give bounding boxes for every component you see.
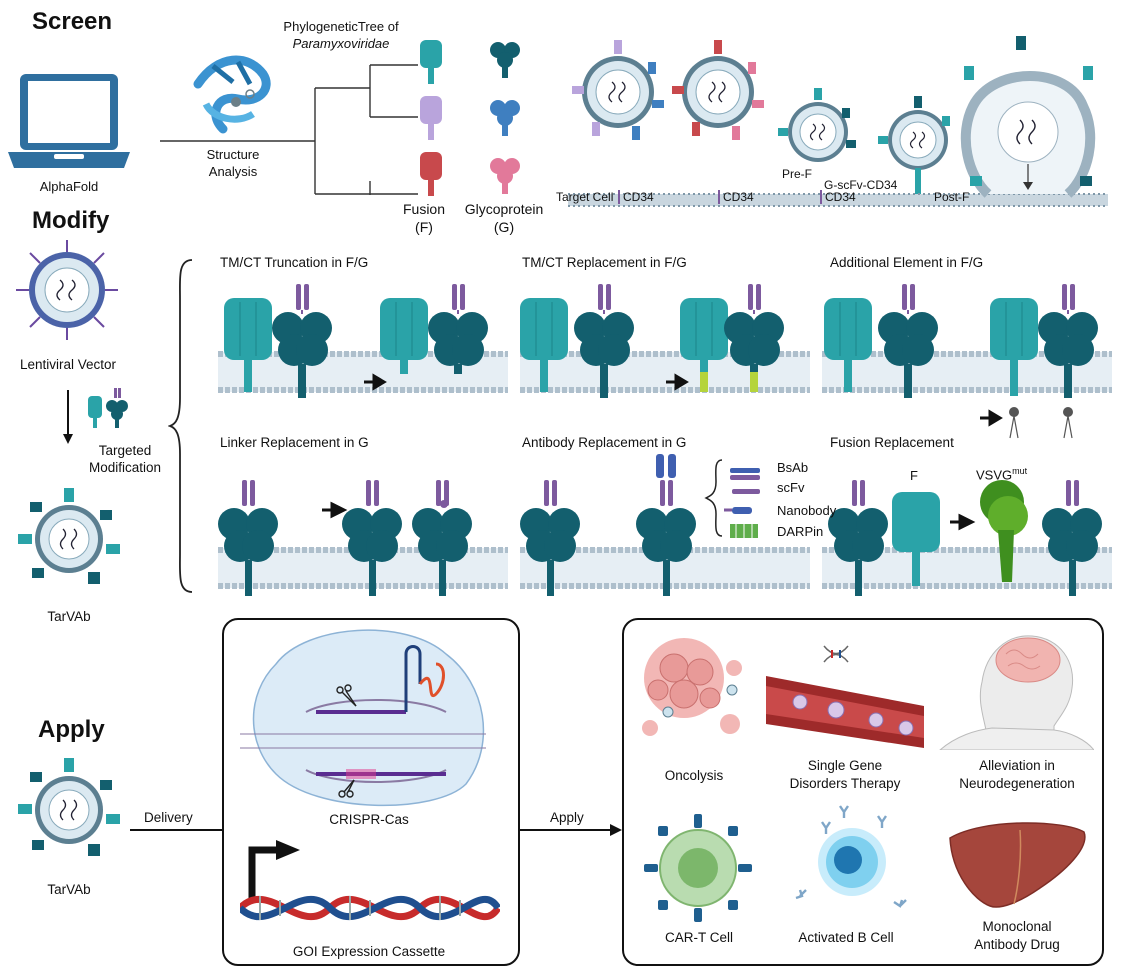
protein-structure-icon xyxy=(193,55,271,134)
oncolysis-icon xyxy=(642,638,742,736)
bsab-label: BsAb xyxy=(777,460,809,475)
liver-icon xyxy=(949,822,1086,908)
apply-heading: Apply xyxy=(38,716,105,743)
apply-label: Apply xyxy=(550,810,584,825)
fusion-label: Fusion(F) xyxy=(402,201,446,235)
activated-b-cell-label: Activated B Cell xyxy=(798,930,894,945)
phylogenetic-tree-lines xyxy=(160,64,418,195)
single-gene-therapy-icon xyxy=(766,645,924,748)
virus-particle xyxy=(778,88,856,162)
target-cell-label: Target Cell xyxy=(556,190,614,204)
fusion-protein-variants xyxy=(420,40,442,196)
virus-particle xyxy=(672,40,764,140)
panel-title-fusion-replacement: Fusion Replacement xyxy=(830,435,954,450)
car-t-label: CAR-T Cell xyxy=(664,930,733,945)
panel-title-additional-element: Additional Element in F/G xyxy=(830,255,984,270)
modify-heading: Modify xyxy=(32,207,110,234)
panel-title-tmct-replacement: TM/CT Replacement in F/G xyxy=(522,255,687,270)
vsvg-mut-label: VSVGmut xyxy=(976,466,1028,483)
cd34-label-1: CD34 xyxy=(618,190,654,204)
modify-row1-diagrams xyxy=(218,283,1118,398)
post-f-label: Post-F xyxy=(934,190,970,204)
alphafold-label: AlphaFold xyxy=(39,179,99,194)
panel-title-tmct-truncation: TM/CT Truncation in F/G xyxy=(220,255,369,270)
virus-particle xyxy=(572,40,664,140)
panel-title-linker-replacement: Linker Replacement in G xyxy=(220,435,369,450)
f-label: F xyxy=(910,468,918,483)
crispr-label: CRISPR-Cas xyxy=(329,812,409,827)
lentiviral-vector-icon xyxy=(16,240,118,340)
modification-brace xyxy=(168,259,193,593)
car-t-cell-icon xyxy=(644,814,752,922)
tarvab-vector-icon xyxy=(18,488,120,584)
glycoprotein-label: Glycoprotein(G) xyxy=(464,201,544,235)
goi-label: GOI Expression Cassette xyxy=(292,944,446,959)
fusion-process-illustration xyxy=(568,36,1108,207)
delivery-label: Delivery xyxy=(144,810,193,825)
crispr-cas-illustration xyxy=(240,629,486,807)
virus-particle xyxy=(878,96,950,198)
cd34-label-2: CD34 xyxy=(718,190,754,204)
tarvab-label-2: TarVAb xyxy=(47,882,91,897)
glycoprotein-variants xyxy=(490,42,520,194)
laptop-icon xyxy=(8,74,130,168)
pre-f-label: Pre-F xyxy=(782,167,812,181)
screen-heading: Screen xyxy=(32,8,113,35)
activated-b-cell-icon xyxy=(795,805,907,908)
darpin-label: DARPin xyxy=(777,524,824,539)
neurodegeneration-head-icon xyxy=(939,635,1094,750)
cd34-label-3: CD34 xyxy=(820,190,856,204)
goi-cassette-illustration xyxy=(240,840,500,921)
lentiviral-vector-label: Lentiviral Vector xyxy=(19,357,117,372)
modify-row2-diagrams xyxy=(218,454,1118,596)
oncolysis-label: Oncolysis xyxy=(664,768,724,783)
scfv-label: scFv xyxy=(777,480,805,495)
targeted-modification-arrow xyxy=(63,388,128,444)
panel-title-antibody-replacement: Antibody Replacement in G xyxy=(522,435,687,450)
g-scfv-cd34-label: G-scFv-CD34 xyxy=(824,178,898,192)
additional-element-tags xyxy=(980,407,1073,439)
tarvab-label: TarVAb xyxy=(47,609,91,624)
tarvab-delivery-icon xyxy=(18,758,120,856)
nanobody-label: Nanobody xyxy=(777,503,837,518)
